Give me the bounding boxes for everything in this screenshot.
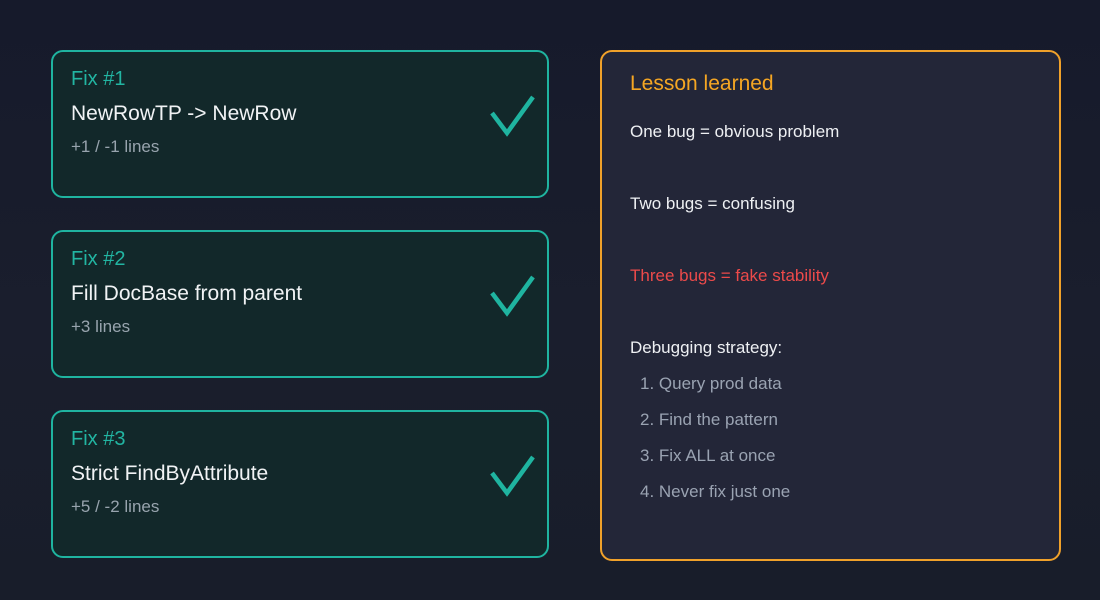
check-icon [490, 455, 535, 497]
check-icon [490, 275, 535, 317]
strategy-step: 3. Fix ALL at once [640, 446, 776, 465]
fix-line-count: +1 / -1 lines [71, 137, 160, 156]
fix-title: Fix #3 [71, 428, 126, 450]
fix-card-2: Fix #2 Fill DocBase from parent +3 lines [51, 230, 549, 378]
lesson-line-one-bug: One bug = obvious problem [630, 122, 840, 141]
lesson-panel: Lesson learned One bug = obvious problem… [600, 50, 1061, 561]
strategy-step: 2. Find the pattern [640, 410, 778, 429]
fix-card-1: Fix #1 NewRowTP -> NewRow +1 / -1 lines [51, 50, 549, 198]
fix-line-count: +5 / -2 lines [71, 497, 160, 516]
strategy-step: 1. Query prod data [640, 374, 782, 393]
fix-description: Fill DocBase from parent [71, 282, 303, 305]
lesson-line-three-bugs: Three bugs = fake stability [630, 266, 829, 285]
fix-line-count: +3 lines [71, 317, 131, 336]
fix-card-3: Fix #3 Strict FindByAttribute +5 / -2 li… [51, 410, 549, 558]
fix-description: NewRowTP -> NewRow [71, 102, 297, 125]
fix-title: Fix #1 [71, 68, 126, 90]
lesson-line-two-bugs: Two bugs = confusing [630, 194, 795, 213]
check-icon [490, 95, 535, 137]
fix-title: Fix #2 [71, 248, 126, 270]
strategy-step: 4. Never fix just one [640, 482, 791, 501]
strategy-heading: Debugging strategy: [630, 338, 783, 357]
lesson-title: Lesson learned [630, 72, 774, 95]
fix-description: Strict FindByAttribute [71, 462, 269, 485]
